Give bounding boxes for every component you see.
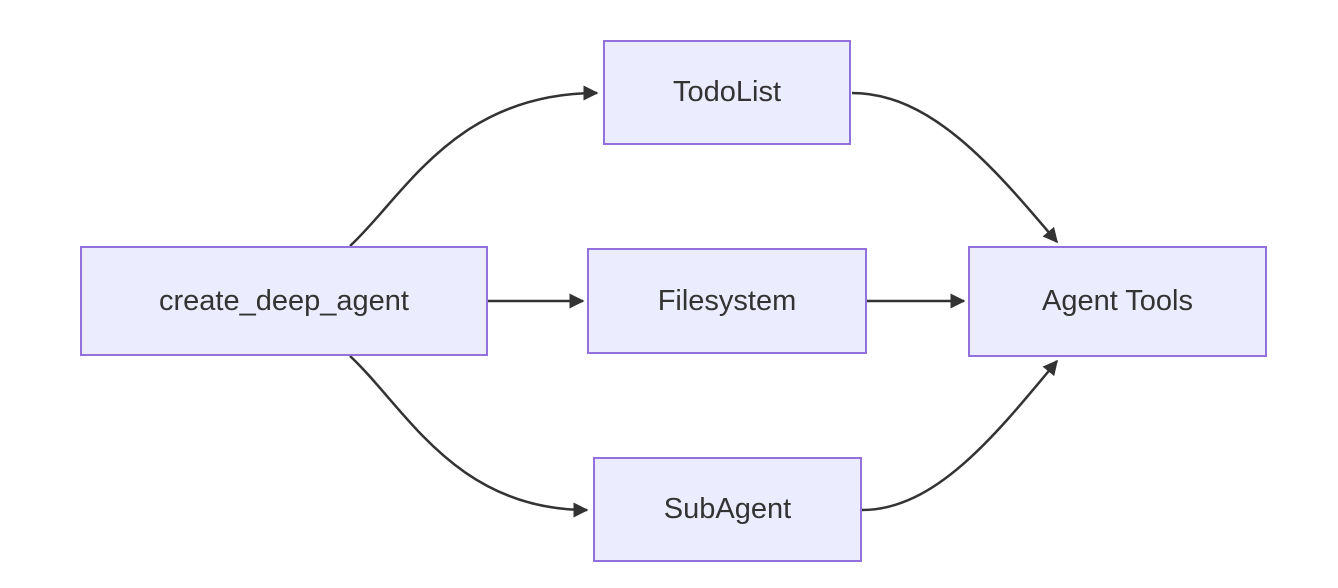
node-agent-tools: Agent Tools — [968, 246, 1267, 357]
node-subagent: SubAgent — [593, 457, 862, 562]
edge-create-to-todolist — [349, 85, 599, 247]
node-todolist-label: TodoList — [672, 76, 781, 108]
node-create-deep-agent: create_deep_agent — [80, 246, 488, 356]
edge-subagent-to-agent-tools — [861, 359, 1058, 512]
edge-todolist-to-agent-tools — [851, 91, 1058, 244]
node-todolist: TodoList — [603, 40, 851, 145]
node-filesystem: Filesystem — [587, 248, 867, 354]
node-filesystem-label: Filesystem — [657, 284, 797, 317]
node-agent-tools-label: Agent Tools — [1041, 285, 1194, 317]
node-subagent-label: SubAgent — [663, 493, 792, 525]
edge-create-to-subagent — [349, 355, 589, 518]
node-create-deep-agent-label: create_deep_agent — [159, 284, 409, 317]
